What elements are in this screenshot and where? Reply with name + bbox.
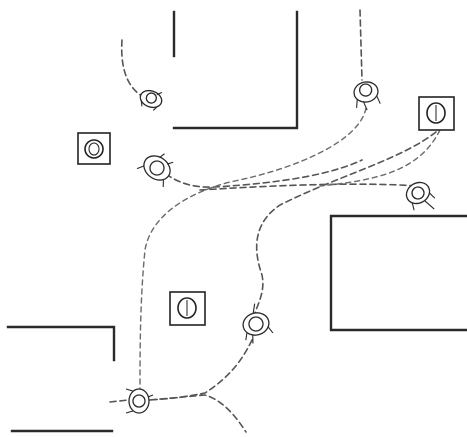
person-center xyxy=(242,303,274,344)
walking-path xyxy=(359,9,363,81)
walls xyxy=(6,10,467,433)
person-center-left xyxy=(136,153,174,188)
upper-room-wall xyxy=(172,10,299,130)
person-top-left xyxy=(139,89,163,111)
person-bottom xyxy=(125,388,154,414)
person-right xyxy=(405,181,436,211)
target-object-center xyxy=(169,291,206,326)
lower-left-room-wall xyxy=(6,325,116,362)
walking-path xyxy=(149,394,247,433)
walking-path xyxy=(157,159,363,188)
walking-path xyxy=(251,131,437,321)
person-top-right xyxy=(353,81,381,111)
walking-path xyxy=(109,399,129,403)
walking-paths xyxy=(109,9,441,433)
walking-path xyxy=(199,183,419,191)
target-object-left xyxy=(77,132,111,165)
walking-path xyxy=(139,107,367,391)
walking-path xyxy=(139,339,253,401)
right-room-wall xyxy=(329,214,467,332)
walking-path xyxy=(319,129,441,187)
target-object-right xyxy=(418,96,455,131)
